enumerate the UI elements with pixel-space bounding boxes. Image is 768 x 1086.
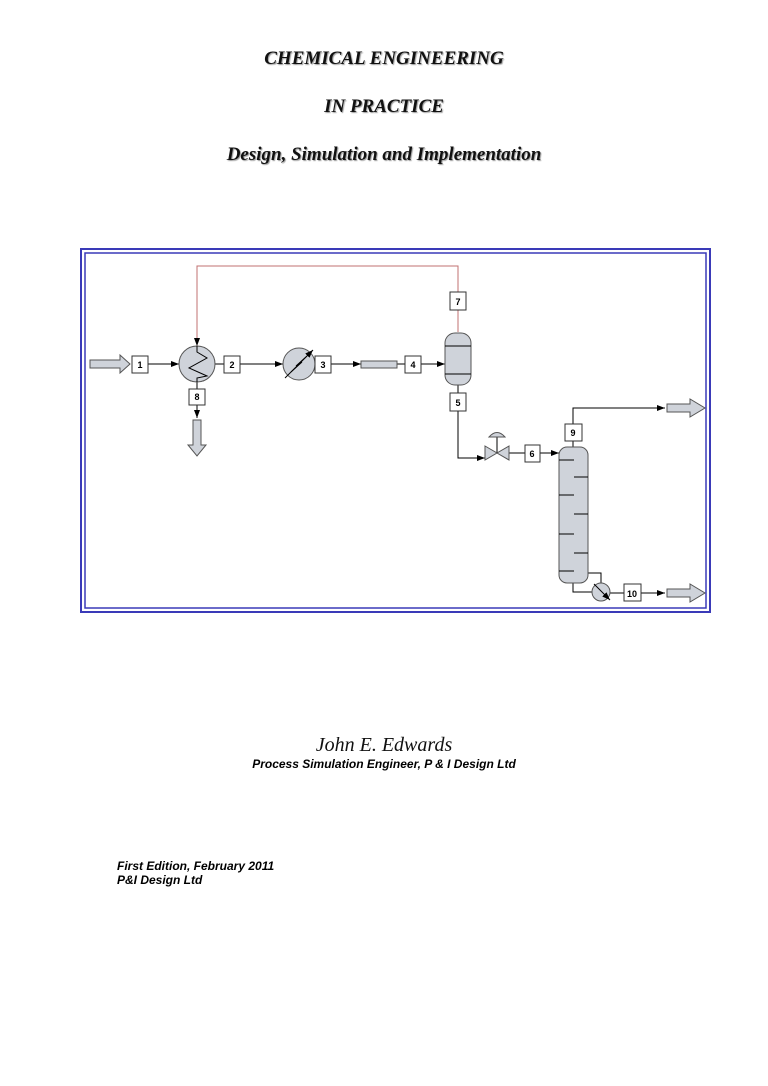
edition-info: First Edition, February 2011 (117, 859, 275, 873)
stream-label-4: 4 (410, 360, 415, 370)
publisher: P&I Design Ltd (117, 873, 203, 887)
title-line-2: IN PRACTICE (324, 96, 444, 117)
subtitle: Design, Simulation and Implementation (226, 144, 542, 165)
frame-outer (80, 248, 711, 613)
stream-label-1: 1 (137, 360, 142, 370)
stream-label-9: 9 (570, 428, 575, 438)
separator-vessel (444, 332, 472, 386)
product-arrow-10 (666, 583, 706, 603)
author-role: Process Simulation Engineer, P & I Desig… (252, 757, 516, 771)
control-valve (484, 445, 510, 461)
stream-label-7: 7 (455, 297, 460, 307)
stream-label-8: 8 (194, 392, 199, 402)
distillation-column (558, 446, 589, 584)
product-arrow-8 (186, 419, 208, 457)
stream-label-3: 3 (320, 360, 325, 370)
valve-actuator (487, 432, 507, 438)
frame-inner (84, 252, 707, 609)
pipe-reactor (360, 360, 398, 369)
title-line-1: CHEMICAL ENGINEERING (264, 48, 504, 69)
stream-label-10: 10 (627, 589, 637, 599)
stream-label-2: 2 (229, 360, 234, 370)
author-name: John E. Edwards (315, 734, 453, 756)
stream-label-6: 6 (529, 449, 534, 459)
product-arrow-9 (666, 398, 706, 418)
stream-label-5: 5 (455, 398, 460, 408)
feed-arrow (89, 353, 131, 375)
reboiler (591, 582, 611, 602)
recycle-line (194, 265, 459, 346)
